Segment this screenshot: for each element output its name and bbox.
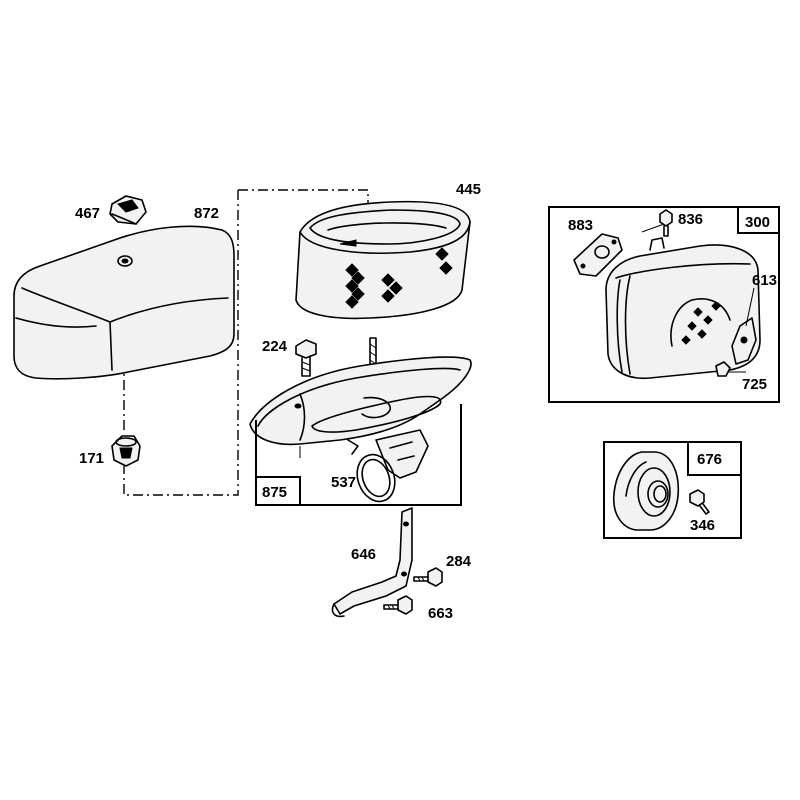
spark-arrester-676: [612, 451, 680, 531]
bracket-646: [331, 507, 413, 618]
label-883: 883: [568, 217, 593, 234]
deflector-613: [731, 317, 757, 365]
air-filter-445: [295, 200, 471, 320]
label-300: 300: [745, 214, 770, 231]
label-836: 836: [678, 211, 703, 228]
box-875: [255, 404, 462, 506]
label-171: 171: [79, 450, 104, 467]
screw-663: [383, 595, 413, 615]
label-284: 284: [446, 553, 472, 570]
box-300: [548, 206, 780, 403]
label-224: 224: [262, 338, 288, 355]
label-467: 467: [75, 205, 100, 222]
filter-pattern: [345, 247, 453, 309]
muffler: [605, 237, 761, 379]
label-346: 346: [690, 517, 715, 534]
label-663: 663: [428, 605, 453, 622]
label-676: 676: [697, 451, 722, 468]
leader-lines: [299, 223, 755, 458]
gasket-883: [573, 233, 623, 277]
label-537: 537: [331, 474, 356, 491]
label-445: 445: [456, 181, 481, 198]
label-725: 725: [742, 376, 767, 393]
box-676: [603, 441, 742, 539]
gasket-537: [356, 453, 396, 503]
part-labels: 467 872 171 445 224 875 537 646 284 663 …: [75, 181, 777, 622]
label-613: 613: [752, 272, 777, 289]
nut-171: [111, 435, 141, 467]
screw-284: [413, 567, 443, 587]
air-cleaner-cover-872: [13, 225, 235, 380]
muffler-screen: [681, 301, 721, 345]
label-872: 872: [194, 205, 219, 222]
label-646: 646: [351, 546, 376, 563]
screw-346: [689, 489, 710, 515]
air-cleaner-base-875: [249, 356, 472, 479]
knob-467: [109, 195, 147, 225]
label-875: 875: [262, 484, 287, 501]
screw-836: [659, 209, 673, 237]
bolt-224: [295, 339, 317, 377]
